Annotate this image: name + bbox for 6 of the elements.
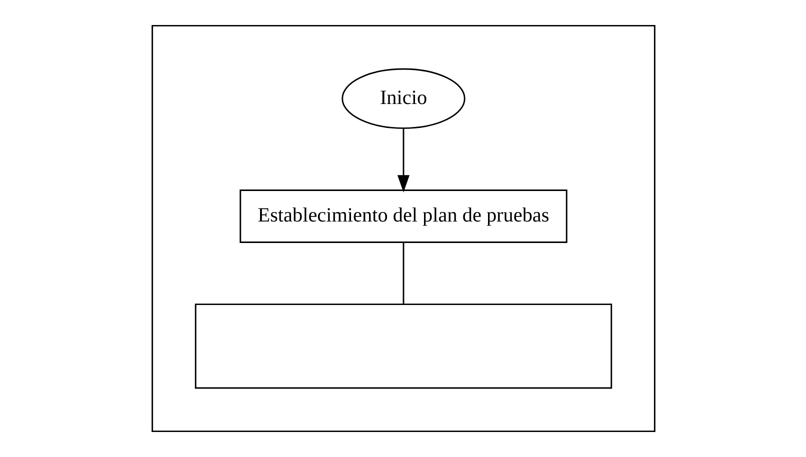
node-box: Establecimiento del plan de pruebas: [239, 190, 567, 243]
cluster: [151, 24, 655, 432]
node-ellipse: Inicio: [341, 68, 465, 129]
node-box: [194, 304, 612, 389]
arrow: [396, 128, 410, 192]
connector: [402, 242, 404, 304]
